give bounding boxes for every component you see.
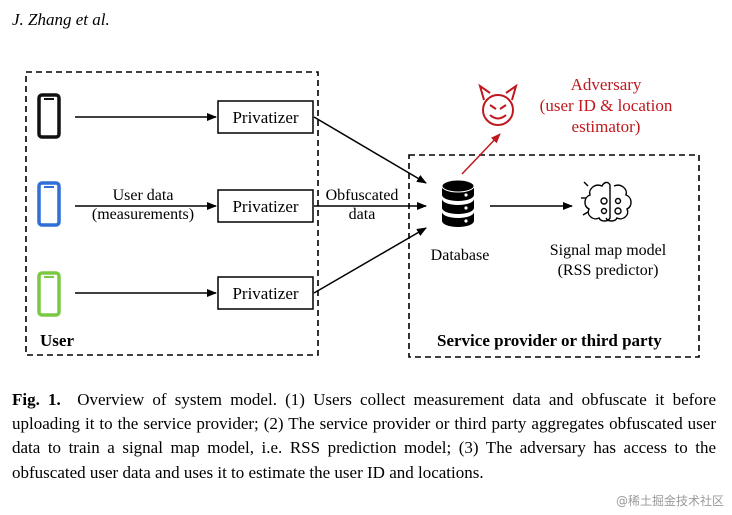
signal-model-brain-icon [581,181,632,222]
privatizer-label-1: Privatizer [232,108,298,127]
watermark: @稀土掘金技术社区 [615,494,724,508]
arrow-privatizer1-database [313,116,427,184]
user-region-label: User [40,331,74,350]
adversary-sublabel-2: estimator) [572,117,641,136]
user-region-box [25,71,319,356]
caption-label: Fig. 1. [12,390,61,409]
adversary-label: Adversary [571,75,642,94]
privatizer-box-3 [217,276,314,310]
phone-black-icon [37,93,61,139]
database-label: Database [431,247,490,264]
arrow-privatizer3-database [313,227,427,294]
user-data-label: User data [113,187,174,204]
figure-caption: Fig. 1. Overview of system model. (1) Us… [12,388,716,485]
service-region-label: Service provider or third party [437,331,662,350]
privatizer-box-1 [217,100,314,134]
obfuscated-data-label: Obfuscated [326,187,399,204]
privatizer-label-3: Privatizer [232,284,298,303]
privatizer-box-2 [217,189,314,223]
obfuscated-data-sublabel: data [349,206,376,223]
signal-model-label: Signal map model [550,242,667,259]
phone-blue-icon [37,181,61,227]
database-icon [441,179,475,227]
phone-green-icon [37,271,61,317]
service-region-box [408,154,700,358]
privatizer-label-2: Privatizer [232,197,298,216]
adversary-devil-icon [478,83,518,126]
running-header: J. Zhang et al. [12,10,110,29]
user-data-sublabel: (measurements) [92,206,194,223]
system-model-figure: User Service provider or third party Use… [25,71,700,358]
signal-model-sublabel: (RSS predictor) [558,262,659,279]
caption-text: Overview of system model. (1) Users coll… [12,390,717,482]
adversary-sublabel-1: (user ID & location [540,96,673,115]
arrow-database-adversary [461,133,501,175]
